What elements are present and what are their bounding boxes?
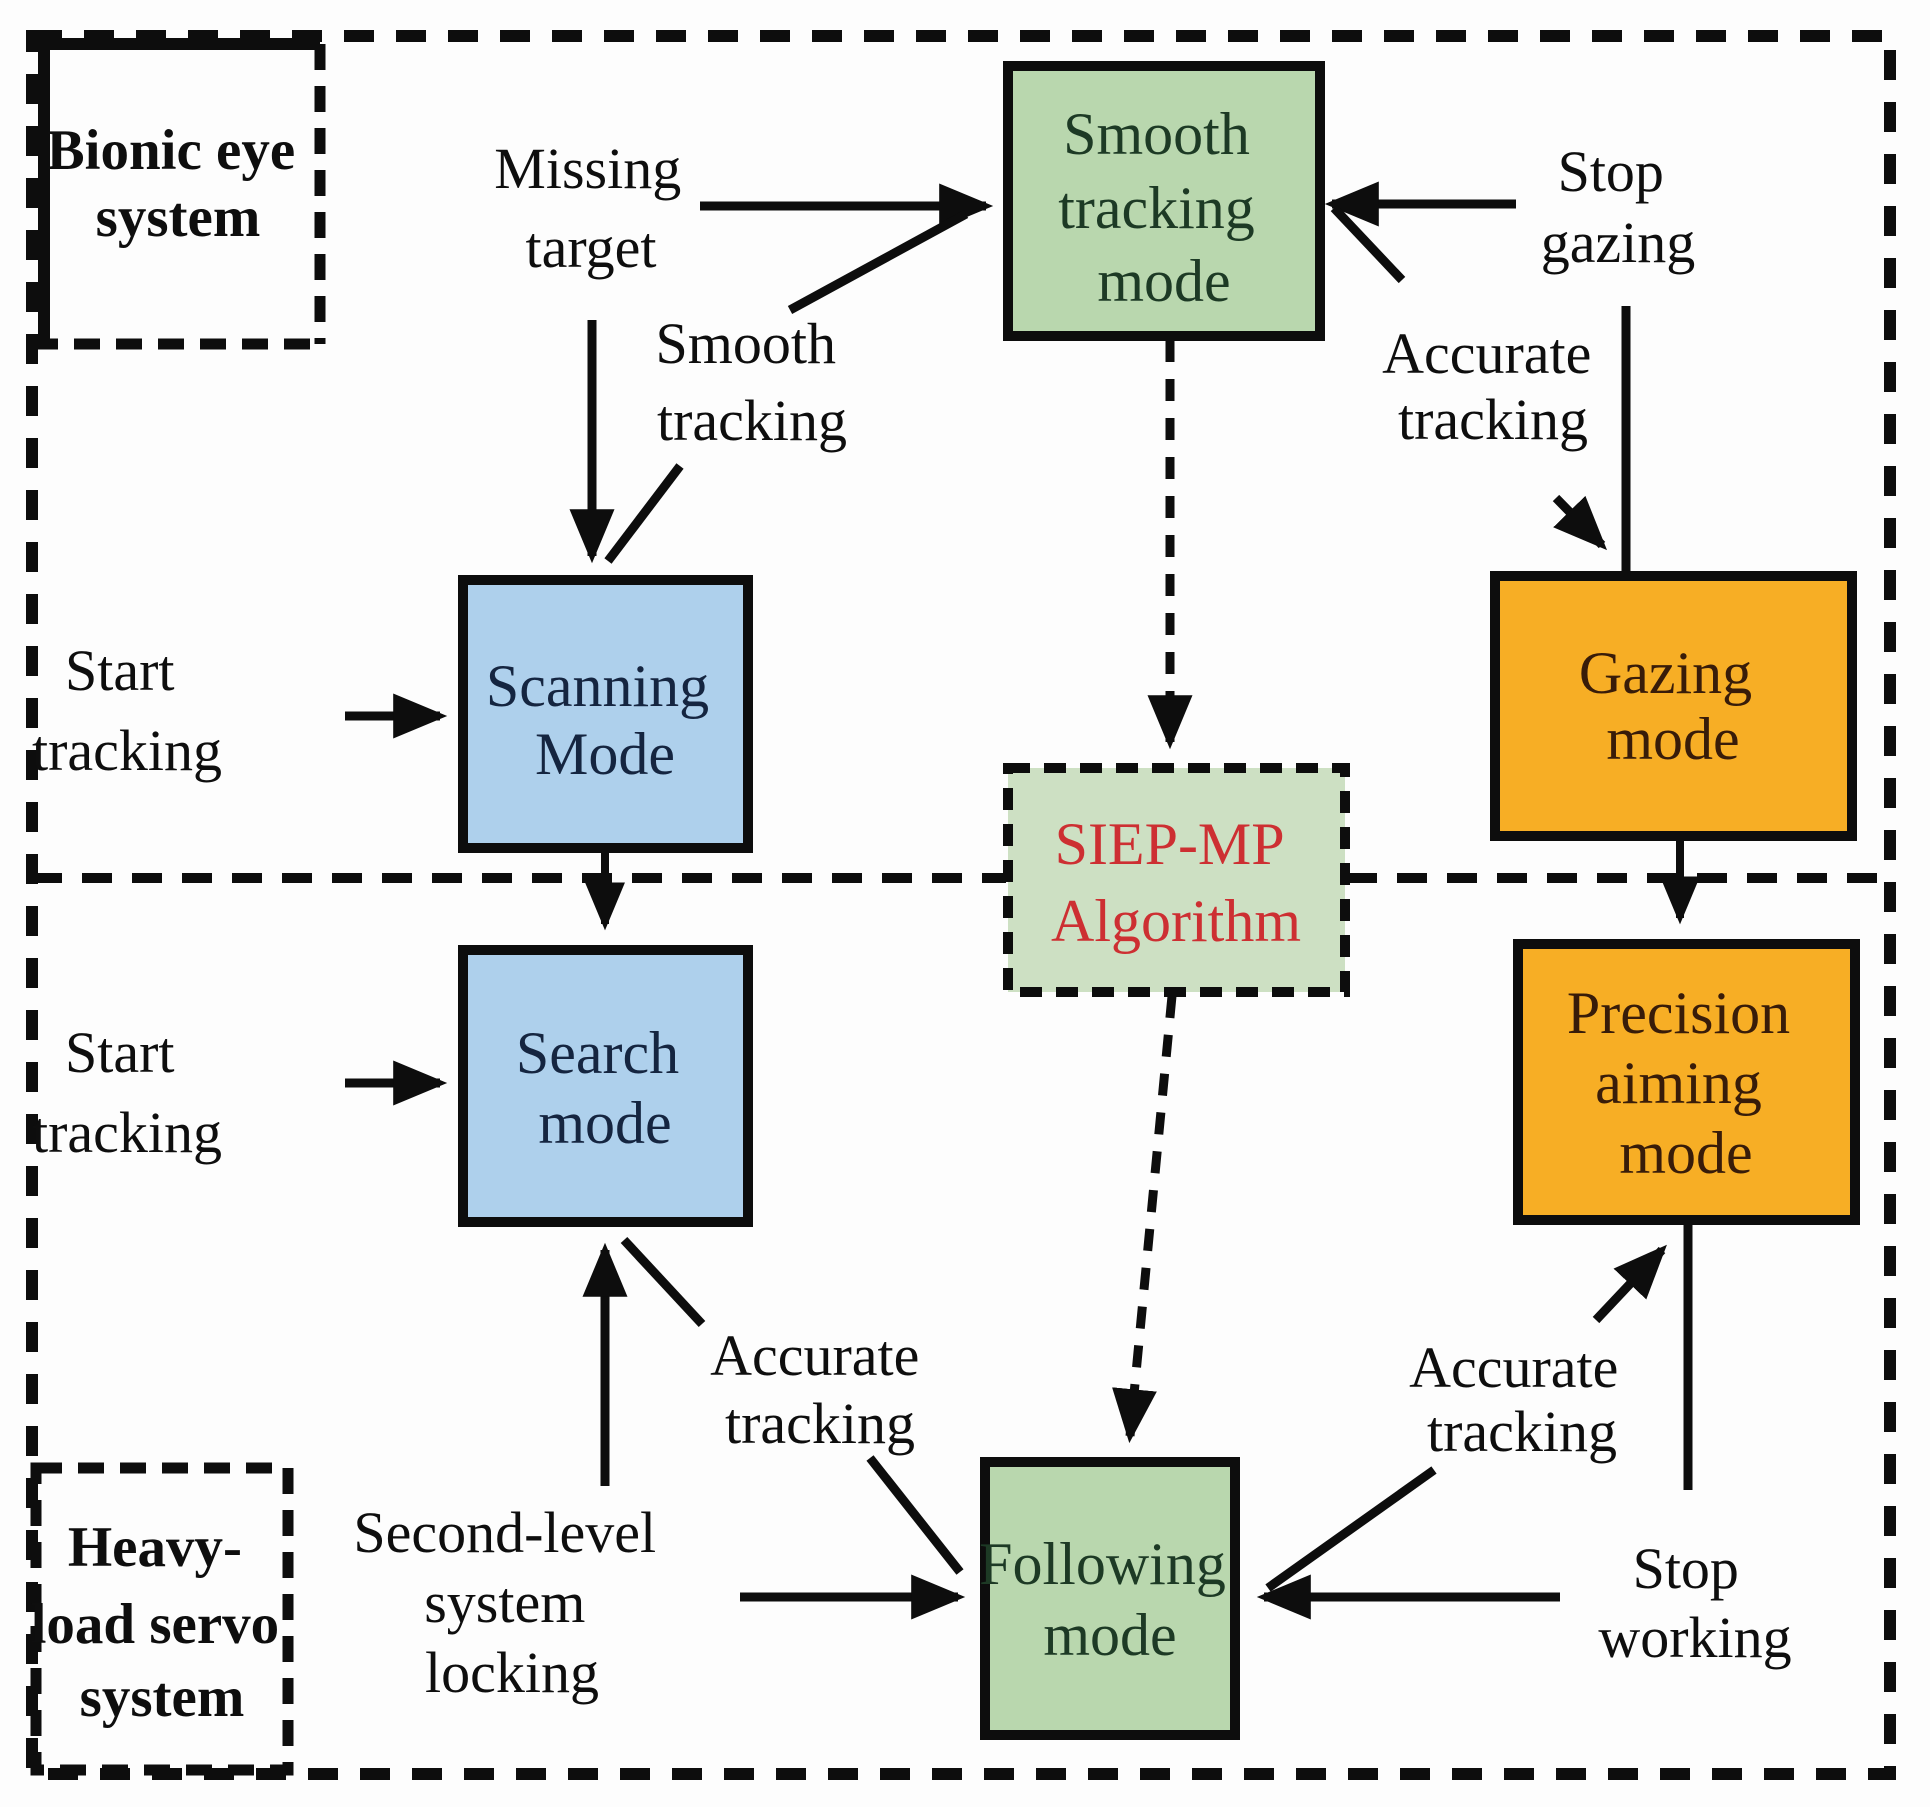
accbr-line2: tracking	[1427, 1399, 1617, 1464]
heavy-line2: load servo	[31, 1593, 280, 1656]
scanning-mode-label: Scanning Mode	[486, 653, 724, 787]
heavy-line1: Heavy-	[68, 1516, 242, 1579]
node-following-mode	[980, 1457, 1240, 1740]
arrow-siep-to-following-dashed	[1112, 995, 1177, 1444]
acctr-line2: tracking	[1398, 387, 1588, 452]
startup-line1: Start	[65, 638, 175, 703]
accurate-tracking-bottom-left-label: Accurate tracking	[710, 1323, 934, 1456]
search-line2: mode	[538, 1090, 671, 1156]
smooth-line2: tracking	[1058, 175, 1255, 241]
secondlevel-line1: Second-level	[353, 1500, 656, 1565]
acctr-line1: Accurate	[1382, 321, 1591, 386]
node-search-mode	[458, 945, 753, 1227]
node-gazing-mode	[1490, 571, 1857, 841]
stopgazing-line1: Stop	[1558, 139, 1664, 204]
startlow-line2: tracking	[32, 1100, 222, 1165]
siep-line2: Algorithm	[1051, 888, 1301, 954]
following-mode-label: Following mode	[979, 1531, 1241, 1668]
arrow-following-to-precision	[1592, 1244, 1667, 1324]
bionic-line2: system	[96, 186, 261, 249]
edge-smooth-tracking-to-scanning	[604, 463, 684, 564]
missing-line2: target	[526, 215, 657, 280]
smoothlbl-line2: tracking	[657, 388, 847, 453]
gazing-line2: mode	[1606, 706, 1739, 772]
heavy-line3: system	[80, 1666, 245, 1729]
heavy-load-region-box	[30, 1462, 294, 1776]
stopworking-line1: Stop	[1633, 1536, 1739, 1601]
smoothlbl-line1: Smooth	[656, 311, 837, 376]
smooth-line3: mode	[1097, 248, 1230, 314]
search-line1: Search	[516, 1020, 679, 1086]
stopgazing-line2: gazing	[1541, 210, 1696, 275]
edge-accurate-tracking-to-search	[620, 1236, 706, 1328]
gazing-mode-label: Gazing mode	[1579, 640, 1767, 772]
stop-working-label: Stop working	[1598, 1536, 1791, 1670]
accurate-tracking-bottom-right-label: Accurate tracking	[1409, 1335, 1633, 1464]
edge-accurate-tracking-into-following-left	[866, 1455, 964, 1575]
mode-nodes	[458, 61, 1860, 1740]
outer-dashed-border	[26, 30, 1896, 1780]
startup-line2: tracking	[32, 718, 222, 783]
startlow-line1: Start	[65, 1020, 175, 1085]
second-level-locking-label: Second-level system locking	[353, 1500, 670, 1705]
following-line2: mode	[1043, 1602, 1176, 1668]
precision-line2: aiming	[1595, 1050, 1762, 1116]
region-titles: Bionic eye system Heavy- load servo syst…	[31, 119, 310, 1729]
node-scanning-mode	[458, 575, 753, 853]
stop-gazing-label: Stop gazing	[1541, 139, 1696, 275]
edge-scanning-to-smooth	[787, 210, 969, 314]
smooth-line1: Smooth	[1063, 101, 1250, 167]
following-line1: Following	[979, 1531, 1226, 1597]
node-precision-aiming-mode	[1513, 939, 1860, 1225]
start-tracking-upper-label: Start tracking	[32, 638, 222, 783]
bionic-eye-system-title: Bionic eye system	[47, 119, 310, 249]
accbr-line1: Accurate	[1409, 1335, 1618, 1400]
precision-line3: mode	[1619, 1120, 1752, 1186]
connectors	[345, 181, 1700, 1620]
bionic-line1: Bionic eye	[47, 119, 296, 182]
arrow-accurate-tracking-to-gazing	[1552, 494, 1608, 551]
accbl-line2: tracking	[725, 1391, 915, 1456]
precision-aiming-mode-label: Precision aiming mode	[1567, 980, 1805, 1186]
edge-gazing-to-smooth	[1330, 204, 1406, 284]
region-boxes	[30, 36, 326, 1776]
secondlevel-line2: system	[424, 1570, 585, 1635]
stopworking-line2: working	[1598, 1605, 1791, 1670]
precision-line1: Precision	[1567, 980, 1790, 1046]
search-mode-label: Search mode	[516, 1020, 694, 1156]
gazing-line1: Gazing	[1579, 640, 1752, 706]
missing-line1: Missing	[494, 136, 681, 201]
accurate-tracking-top-right-label: Accurate tracking	[1382, 321, 1606, 452]
smooth-tracking-mode-label: Smooth tracking mode	[1058, 101, 1270, 314]
siep-line1: SIEP-MP	[1055, 811, 1283, 877]
start-tracking-lower-label: Start tracking	[32, 1020, 222, 1165]
edge-labels: Missing target Smooth tracking Stop gazi…	[32, 136, 1792, 1705]
scanning-line2: Mode	[535, 721, 675, 787]
edge-accurate-tracking-into-following-right	[1265, 1466, 1437, 1592]
accbl-line1: Accurate	[710, 1323, 919, 1388]
node-siep-mp-algorithm	[1003, 763, 1350, 997]
node-smooth-tracking-mode	[1003, 61, 1325, 341]
smooth-tracking-edge-label: Smooth tracking	[656, 311, 851, 453]
missing-target-label: Missing target	[494, 136, 695, 280]
heavy-load-servo-system-title: Heavy- load servo system	[31, 1516, 294, 1729]
siep-mp-algorithm-label: SIEP-MP Algorithm	[1051, 811, 1301, 954]
scanning-line1: Scanning	[486, 653, 709, 719]
secondlevel-line3: locking	[425, 1640, 599, 1705]
